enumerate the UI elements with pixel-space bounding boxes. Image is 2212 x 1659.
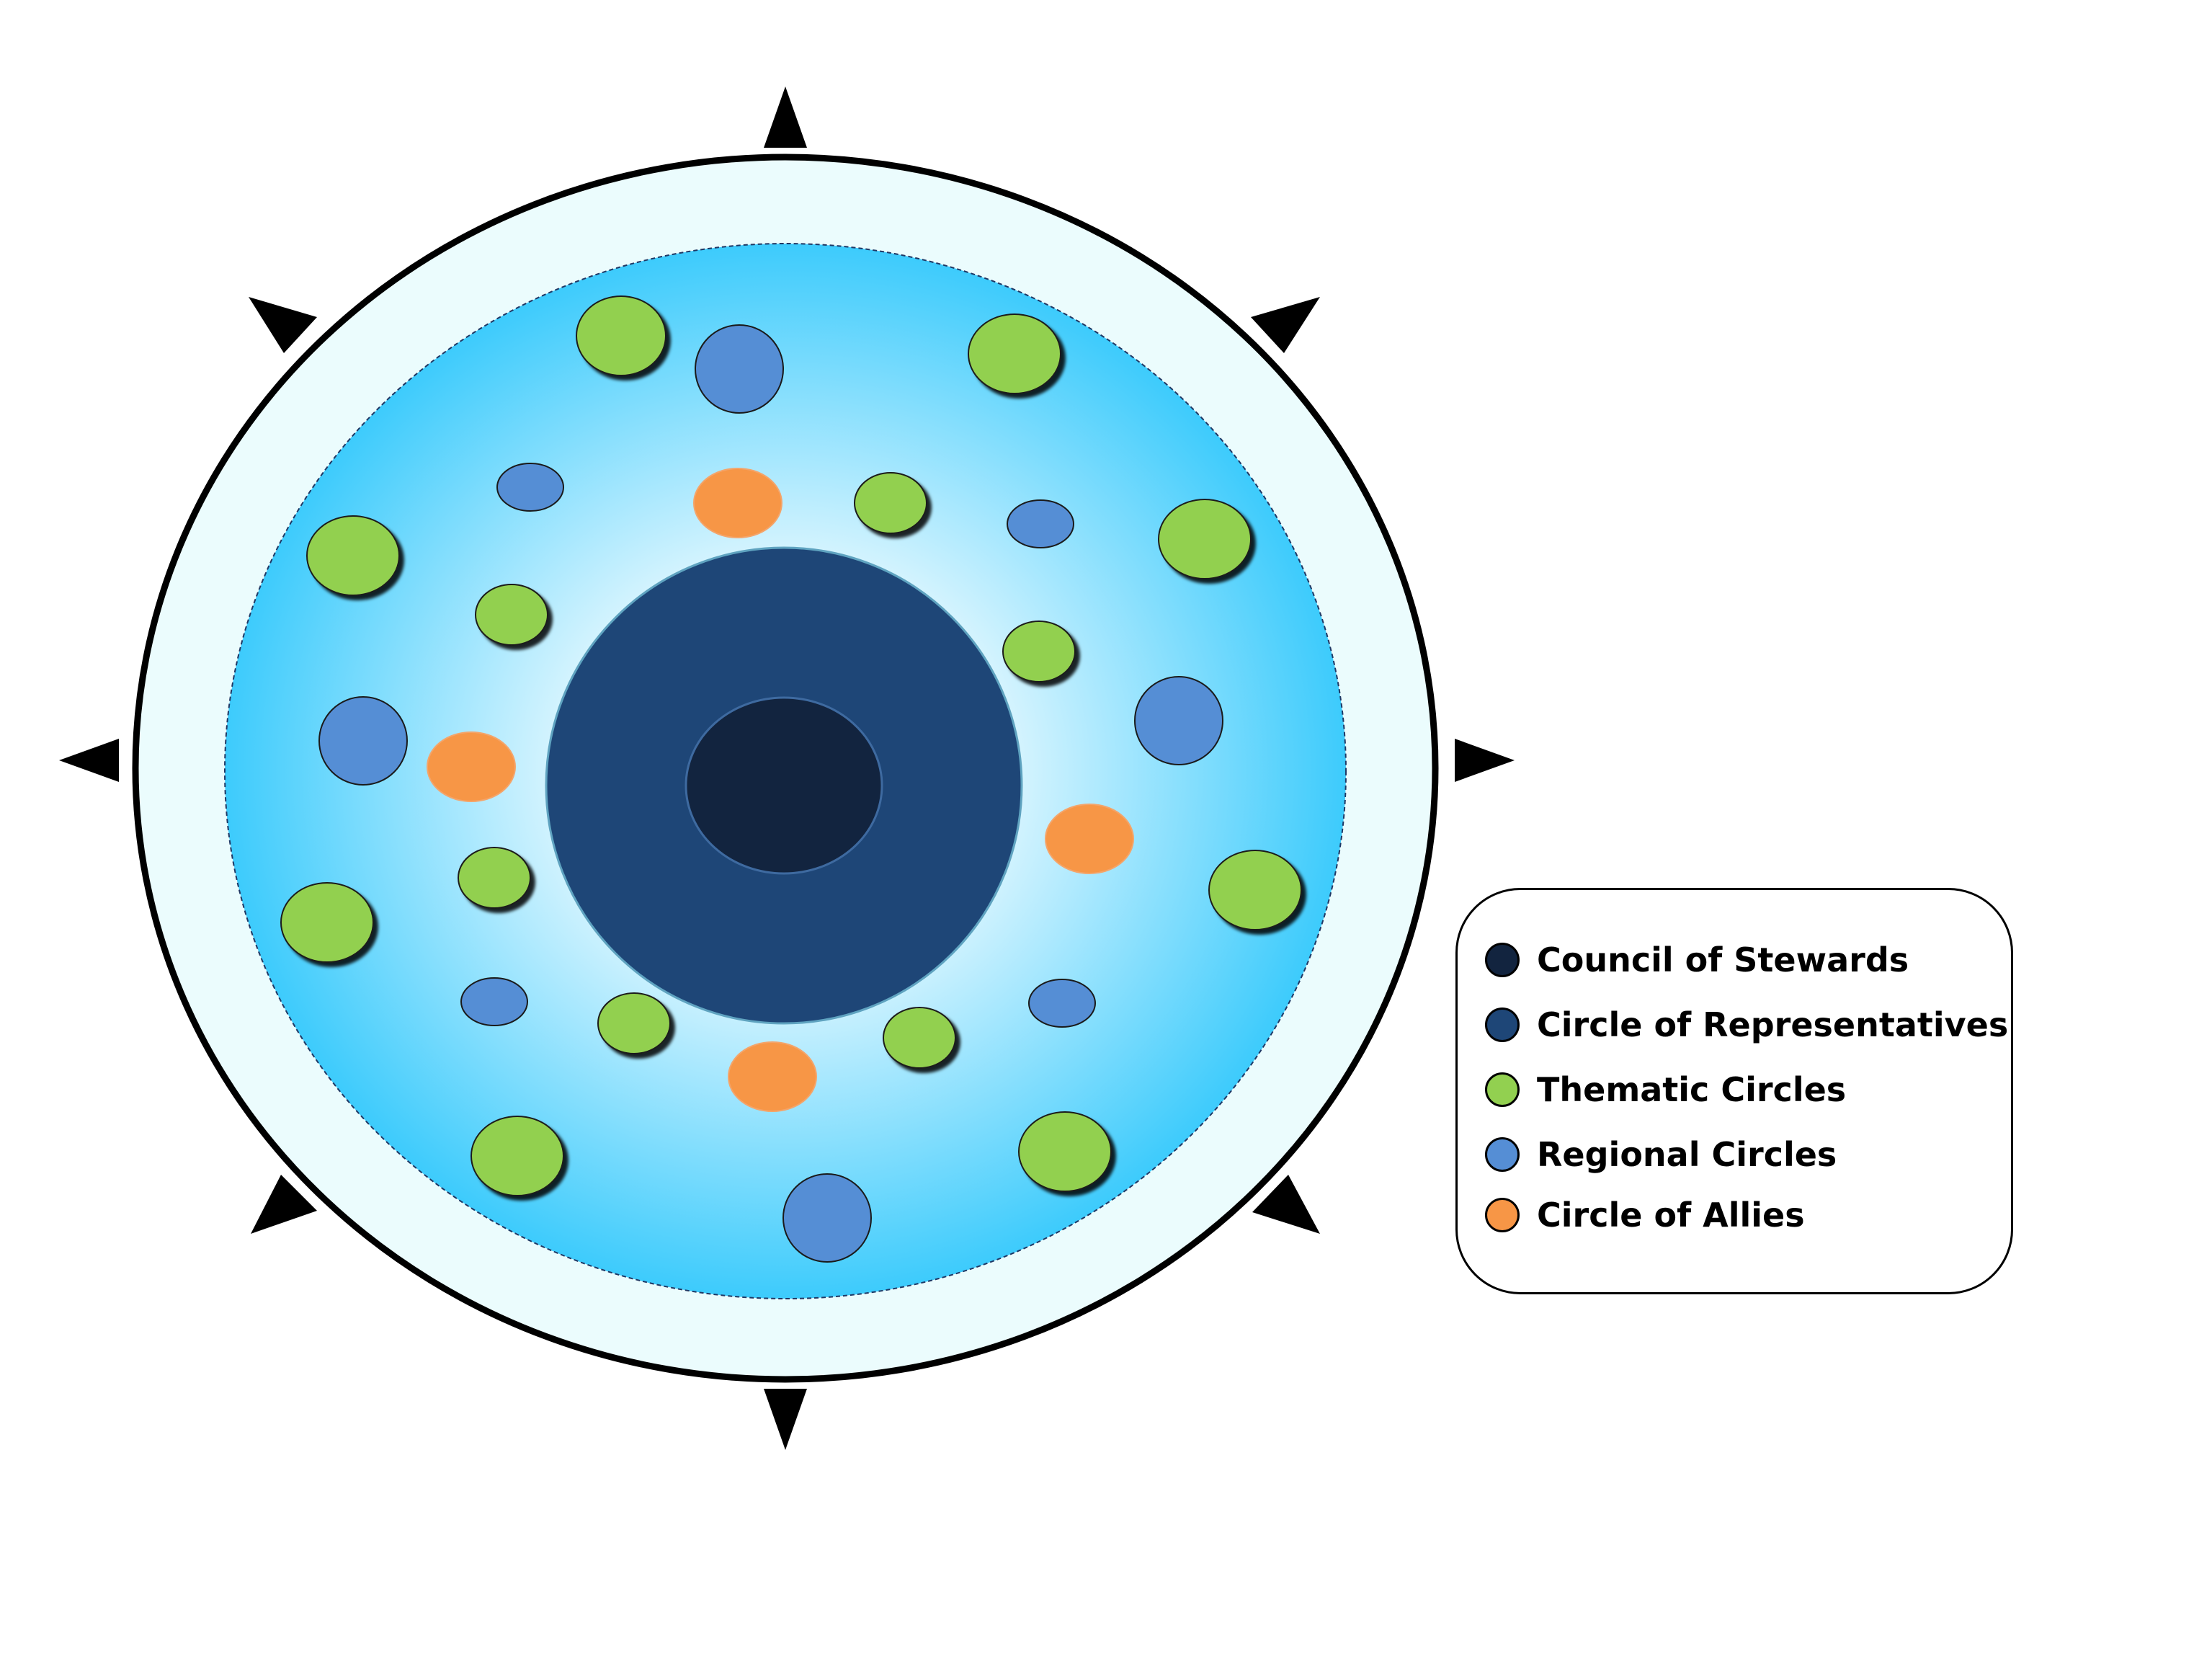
thematic-circle bbox=[280, 882, 374, 963]
thematic-circle bbox=[1208, 850, 1302, 930]
regional-circle bbox=[782, 1173, 872, 1263]
circle-icon bbox=[1485, 1137, 1520, 1172]
council-of-stewards bbox=[684, 696, 883, 875]
regional-circle bbox=[496, 463, 564, 512]
legend-item-thematic-circles: Thematic Circles bbox=[1485, 1064, 1846, 1115]
legend-label: Regional Circles bbox=[1537, 1135, 1837, 1174]
legend-item-council-of-stewards: Council of Stewards bbox=[1485, 935, 1909, 985]
ally-circle bbox=[1045, 804, 1134, 874]
thematic-circle bbox=[597, 992, 671, 1054]
triangle-arrow-icon bbox=[59, 739, 119, 782]
legend-label: Thematic Circles bbox=[1537, 1070, 1847, 1109]
ally-circle bbox=[728, 1041, 817, 1112]
triangle-arrow-icon bbox=[1455, 739, 1515, 782]
ally-circle bbox=[427, 731, 516, 802]
triangle-arrow-icon bbox=[1251, 297, 1320, 353]
regional-circle bbox=[318, 696, 408, 786]
thematic-circle bbox=[306, 515, 400, 596]
legend-label: Circle of Representatives bbox=[1537, 1005, 2009, 1044]
regional-circle bbox=[1134, 676, 1223, 765]
regional-circle bbox=[695, 324, 784, 414]
regional-circle bbox=[1028, 979, 1096, 1028]
thematic-circle bbox=[1002, 621, 1076, 682]
circle-icon bbox=[1485, 943, 1520, 977]
circle-icon bbox=[1485, 1198, 1520, 1232]
thematic-circle bbox=[854, 472, 927, 534]
circle-icon bbox=[1485, 1008, 1520, 1042]
thematic-circle bbox=[475, 584, 548, 646]
triangle-arrow-icon bbox=[764, 1389, 807, 1450]
thematic-circle bbox=[471, 1116, 564, 1196]
thematic-circle bbox=[1158, 499, 1252, 579]
legend-item-regional-circles: Regional Circles bbox=[1485, 1129, 1837, 1180]
circle-nodes bbox=[280, 295, 1302, 1263]
legend: Council of Stewards Circle of Representa… bbox=[1455, 888, 2013, 1294]
triangle-arrow-icon bbox=[251, 1175, 317, 1234]
regional-circle bbox=[1007, 499, 1074, 548]
regional-circle bbox=[460, 977, 528, 1026]
legend-label: Council of Stewards bbox=[1537, 940, 1909, 979]
ally-circle bbox=[693, 468, 782, 538]
triangle-arrow-icon bbox=[1252, 1175, 1320, 1234]
boundary-markers bbox=[59, 86, 1515, 1450]
thematic-circle bbox=[968, 313, 1061, 394]
thematic-circle bbox=[458, 847, 531, 909]
thematic-circle bbox=[883, 1007, 956, 1069]
circle-icon bbox=[1485, 1072, 1520, 1107]
thematic-circle bbox=[1018, 1111, 1112, 1192]
thematic-circle bbox=[576, 295, 666, 376]
legend-item-circle-of-allies: Circle of Allies bbox=[1485, 1190, 1805, 1240]
legend-label: Circle of Allies bbox=[1537, 1196, 1805, 1235]
triangle-arrow-icon bbox=[249, 297, 317, 353]
triangle-arrow-icon bbox=[764, 86, 807, 148]
legend-item-circle-of-representatives: Circle of Representatives bbox=[1485, 1000, 2008, 1050]
